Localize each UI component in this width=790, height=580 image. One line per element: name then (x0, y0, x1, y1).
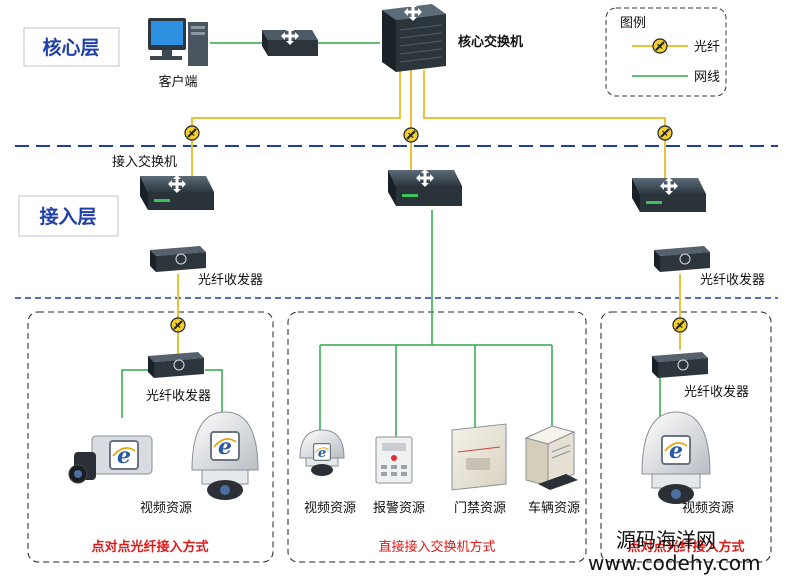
right-access-group (600, 311, 772, 563)
transceiver-box-left-icon (148, 352, 204, 378)
left-access-group (27, 311, 274, 563)
core-switch-label: 核心交换机 (458, 34, 523, 50)
right-caption: 点对点光纤接入方式 (627, 539, 744, 555)
access-switch-label: 接入交换机 (112, 154, 177, 170)
access-switch-left-icon (140, 175, 214, 210)
dome-camera-center-icon (299, 429, 345, 476)
alarm-panel-icon (375, 436, 413, 484)
transceiver-left-label: 光纤收发器 (198, 272, 263, 288)
left-caption: 点对点光纤接入方式 (91, 539, 208, 555)
core-layer-label: 核心层 (23, 27, 120, 67)
svg-text:核心层: 核心层 (42, 36, 99, 59)
vehicle-server-icon (524, 425, 578, 490)
box-camera-icon (68, 435, 153, 484)
access-control-panel-icon (451, 423, 507, 491)
fiber-connector-icon (657, 125, 673, 141)
alarm-label: 报警资源 (373, 500, 425, 516)
door-label: 门禁资源 (454, 501, 506, 516)
fiber-connector-icon (170, 317, 186, 333)
transceiver-box-right-label: 光纤收发器 (684, 384, 749, 400)
video-left-label: 视频资源 (140, 501, 192, 516)
access-switch-center-icon (388, 169, 462, 206)
legend: 图例 光纤 网线 (605, 7, 727, 97)
vehicle-label: 车辆资源 (528, 500, 580, 516)
transceiver-box-left-label: 光纤收发器 (146, 388, 211, 404)
center-caption: 直接接入交换机方式 (378, 539, 495, 555)
legend-title: 图例 (620, 16, 646, 31)
access-switch-right-icon (632, 177, 706, 212)
transceiver-box-right-icon (652, 352, 708, 378)
video-center-label: 视频资源 (304, 501, 356, 516)
core-switch-icon (382, 3, 446, 72)
dome-camera-right-icon (641, 411, 711, 504)
watermark-line1: 源码海洋网 (616, 528, 716, 552)
legend-fiber-label: 光纤 (694, 40, 720, 55)
fiber-connector-icon (672, 317, 688, 333)
client-label: 客户端 (158, 74, 197, 90)
transceiver-left-icon (150, 246, 206, 272)
access-layer-label: 接入层 (18, 195, 119, 237)
video-right-label: 视频资源 (682, 501, 734, 516)
fiber-connector-icon (184, 125, 200, 141)
dome-camera-left-icon (191, 411, 259, 500)
legend-cable-label: 网线 (694, 70, 720, 85)
svg-text:接入层: 接入层 (39, 206, 96, 228)
transceiver-right-icon (654, 246, 710, 272)
fiber-lines (177, 70, 681, 360)
client-switch-icon (262, 27, 318, 56)
client-computer-icon (148, 18, 208, 66)
fiber-connector-icon (403, 127, 419, 143)
watermark-line2: www.codehy.com (588, 551, 761, 575)
transceiver-right-label: 光纤收发器 (700, 272, 765, 288)
